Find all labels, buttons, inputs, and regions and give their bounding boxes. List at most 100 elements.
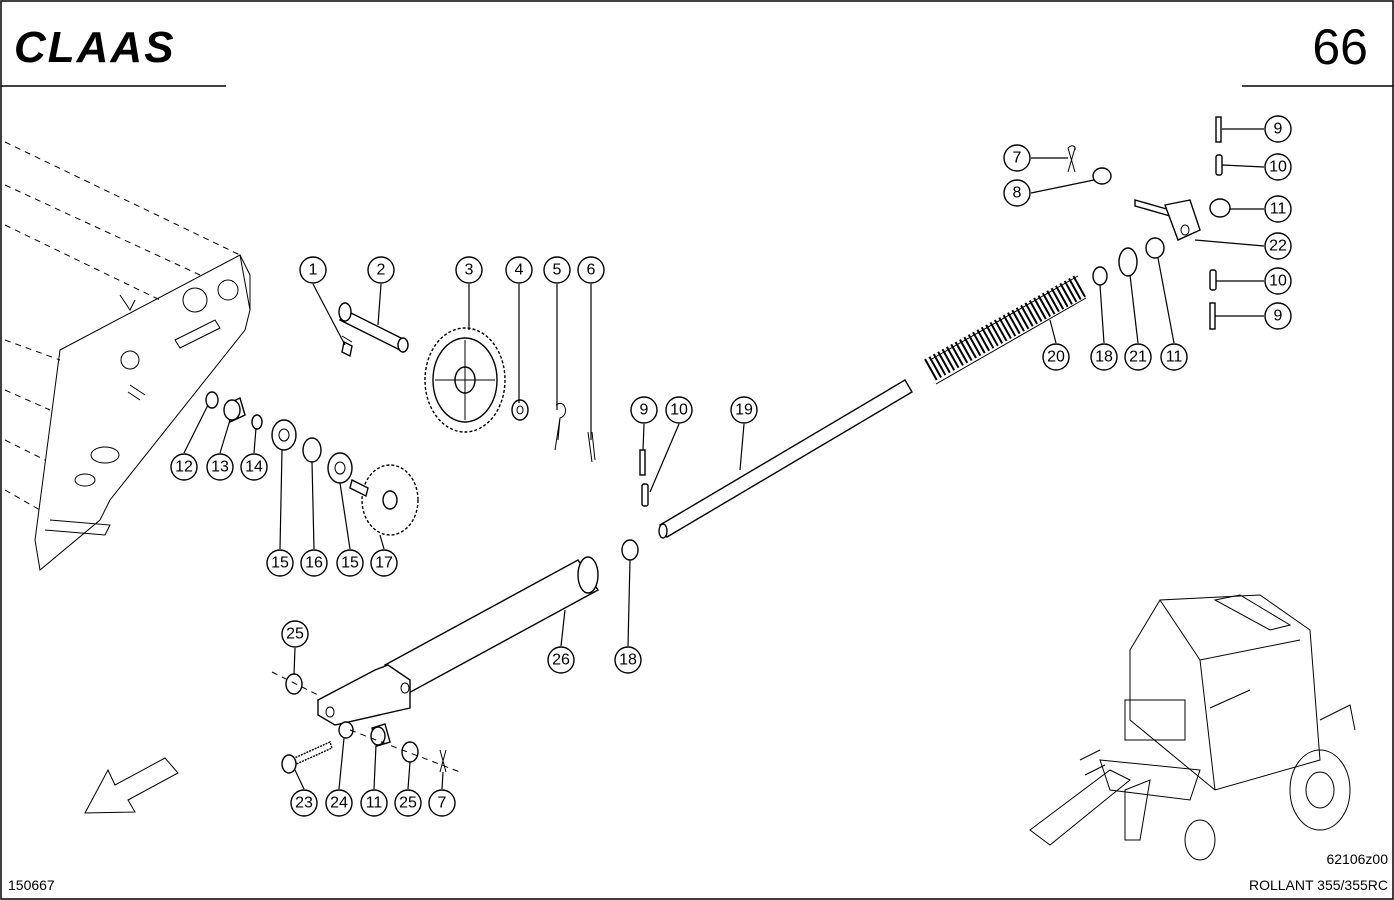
part-cotter-6 bbox=[587, 431, 596, 463]
svg-text:22: 22 bbox=[1269, 238, 1287, 255]
callout-11-lower: 11 bbox=[360, 789, 388, 817]
part-washer-25-lower bbox=[401, 741, 419, 763]
svg-text:9: 9 bbox=[1274, 121, 1283, 138]
part-washer-8 bbox=[1092, 167, 1112, 185]
callout-11-top: 11 bbox=[1264, 195, 1292, 223]
brand-logo: CLAAS bbox=[14, 23, 176, 72]
part-spring-20 bbox=[924, 274, 1088, 385]
part-pin-2 bbox=[338, 302, 409, 353]
callout-6: 6 bbox=[577, 256, 605, 284]
baler-thumbnail bbox=[1029, 594, 1356, 861]
part-shaft-19 bbox=[658, 379, 913, 539]
svg-text:21: 21 bbox=[1129, 349, 1147, 366]
svg-text:12: 12 bbox=[175, 459, 193, 476]
svg-text:5: 5 bbox=[553, 262, 562, 279]
page-number: 66 bbox=[1312, 19, 1368, 75]
callout-10-center: 10 bbox=[665, 396, 693, 424]
part-pin-10-lower bbox=[1209, 269, 1217, 291]
svg-text:24: 24 bbox=[330, 795, 348, 812]
svg-text:14: 14 bbox=[245, 459, 263, 476]
callout-18-right: 18 bbox=[1090, 343, 1118, 371]
svg-text:11: 11 bbox=[1270, 201, 1287, 218]
callout-25-top: 25 bbox=[281, 620, 309, 648]
doc-number: 150667 bbox=[8, 877, 55, 893]
svg-text:16: 16 bbox=[305, 555, 323, 572]
callout-11-right: 11 bbox=[1160, 343, 1188, 371]
part-bush-11-top bbox=[1209, 198, 1231, 218]
part-pin-9-top bbox=[1215, 116, 1222, 143]
svg-text:26: 26 bbox=[552, 652, 570, 669]
callout-10-top: 10 bbox=[1264, 153, 1292, 181]
svg-text:20: 20 bbox=[1047, 349, 1065, 366]
part-washer-4 bbox=[511, 399, 529, 421]
part-sprocket-17 bbox=[349, 464, 419, 536]
callout-9-lower: 9 bbox=[1264, 302, 1292, 330]
model-name: ROLLANT 355/355RC bbox=[1249, 877, 1388, 893]
part-bolt-1 bbox=[341, 335, 353, 358]
svg-text:11: 11 bbox=[1166, 349, 1183, 366]
callout-26: 26 bbox=[547, 646, 575, 674]
callout-20: 20 bbox=[1042, 343, 1070, 371]
part-nut-24 bbox=[338, 721, 354, 739]
callout-15b: 15 bbox=[336, 549, 364, 577]
callout-22: 22 bbox=[1264, 232, 1292, 260]
part-bearing-15a bbox=[271, 419, 297, 451]
part-bush-11-lower bbox=[370, 723, 391, 747]
svg-text:7: 7 bbox=[438, 795, 447, 812]
svg-text:8: 8 bbox=[1013, 185, 1022, 202]
callout-9-center: 9 bbox=[630, 396, 658, 424]
part-washer-18-center bbox=[621, 539, 639, 561]
part-ring-21 bbox=[1118, 247, 1138, 277]
part-washer-12 bbox=[205, 391, 219, 409]
part-washer-14 bbox=[251, 414, 263, 430]
svg-text:25: 25 bbox=[399, 795, 417, 812]
callout-17: 17 bbox=[370, 549, 398, 577]
svg-text:9: 9 bbox=[1274, 308, 1283, 325]
svg-text:4: 4 bbox=[515, 262, 524, 279]
svg-text:9: 9 bbox=[640, 402, 649, 419]
callout-10-lower: 10 bbox=[1264, 267, 1292, 295]
callout-13: 13 bbox=[206, 453, 234, 481]
callout-18-center: 18 bbox=[614, 646, 642, 674]
svg-text:7: 7 bbox=[1013, 150, 1022, 167]
drawing-code: 62106z00 bbox=[1326, 851, 1388, 867]
svg-text:1: 1 bbox=[309, 262, 318, 279]
part-pin-9-center bbox=[639, 449, 646, 476]
callout-24: 24 bbox=[325, 789, 353, 817]
callout-3: 3 bbox=[455, 256, 483, 284]
part-spring-clip-5 bbox=[554, 402, 566, 451]
svg-text:18: 18 bbox=[619, 652, 637, 669]
axis-line-1 bbox=[271, 671, 319, 696]
part-bolt-23 bbox=[281, 741, 333, 774]
callout-19: 19 bbox=[730, 396, 758, 424]
part-bush-13 bbox=[223, 397, 246, 423]
callout-15a: 15 bbox=[266, 549, 294, 577]
svg-text:15: 15 bbox=[341, 555, 359, 572]
callout-4: 4 bbox=[505, 256, 533, 284]
axis-line-2 bbox=[349, 729, 461, 773]
part-pin-10-center bbox=[641, 483, 649, 507]
callout-8: 8 bbox=[1003, 179, 1031, 207]
callout-9-top: 9 bbox=[1264, 115, 1292, 143]
callout-21: 21 bbox=[1124, 343, 1152, 371]
part-pin-10-top bbox=[1215, 154, 1223, 176]
callout-5: 5 bbox=[543, 256, 571, 284]
callout-7-top: 7 bbox=[1003, 144, 1031, 172]
callout-12: 12 bbox=[170, 453, 198, 481]
svg-text:23: 23 bbox=[295, 795, 313, 812]
svg-text:18: 18 bbox=[1095, 349, 1113, 366]
svg-text:3: 3 bbox=[465, 262, 474, 279]
svg-text:15: 15 bbox=[271, 555, 289, 572]
part-washer-25-top bbox=[285, 673, 303, 695]
callout-14: 14 bbox=[240, 453, 268, 481]
callout-2: 2 bbox=[367, 256, 395, 284]
direction-arrow bbox=[84, 757, 179, 814]
part-cotter-7-top bbox=[1067, 145, 1076, 173]
svg-text:2: 2 bbox=[377, 262, 386, 279]
part-ring-16 bbox=[302, 437, 322, 463]
svg-text:11: 11 bbox=[366, 795, 383, 812]
callout-16: 16 bbox=[300, 549, 328, 577]
callout-23: 23 bbox=[290, 789, 318, 817]
part-washer-18-right bbox=[1092, 266, 1108, 286]
